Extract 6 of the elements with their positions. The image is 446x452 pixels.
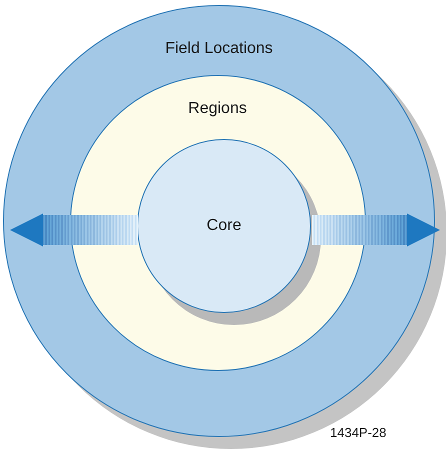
arrow xyxy=(10,214,138,246)
circle-label: Regions xyxy=(188,100,247,118)
circle-label: Field Locations xyxy=(165,40,273,58)
arrow xyxy=(312,214,440,246)
figure-number: 1434P-28 xyxy=(330,425,386,440)
circle-label: Core xyxy=(206,217,242,235)
